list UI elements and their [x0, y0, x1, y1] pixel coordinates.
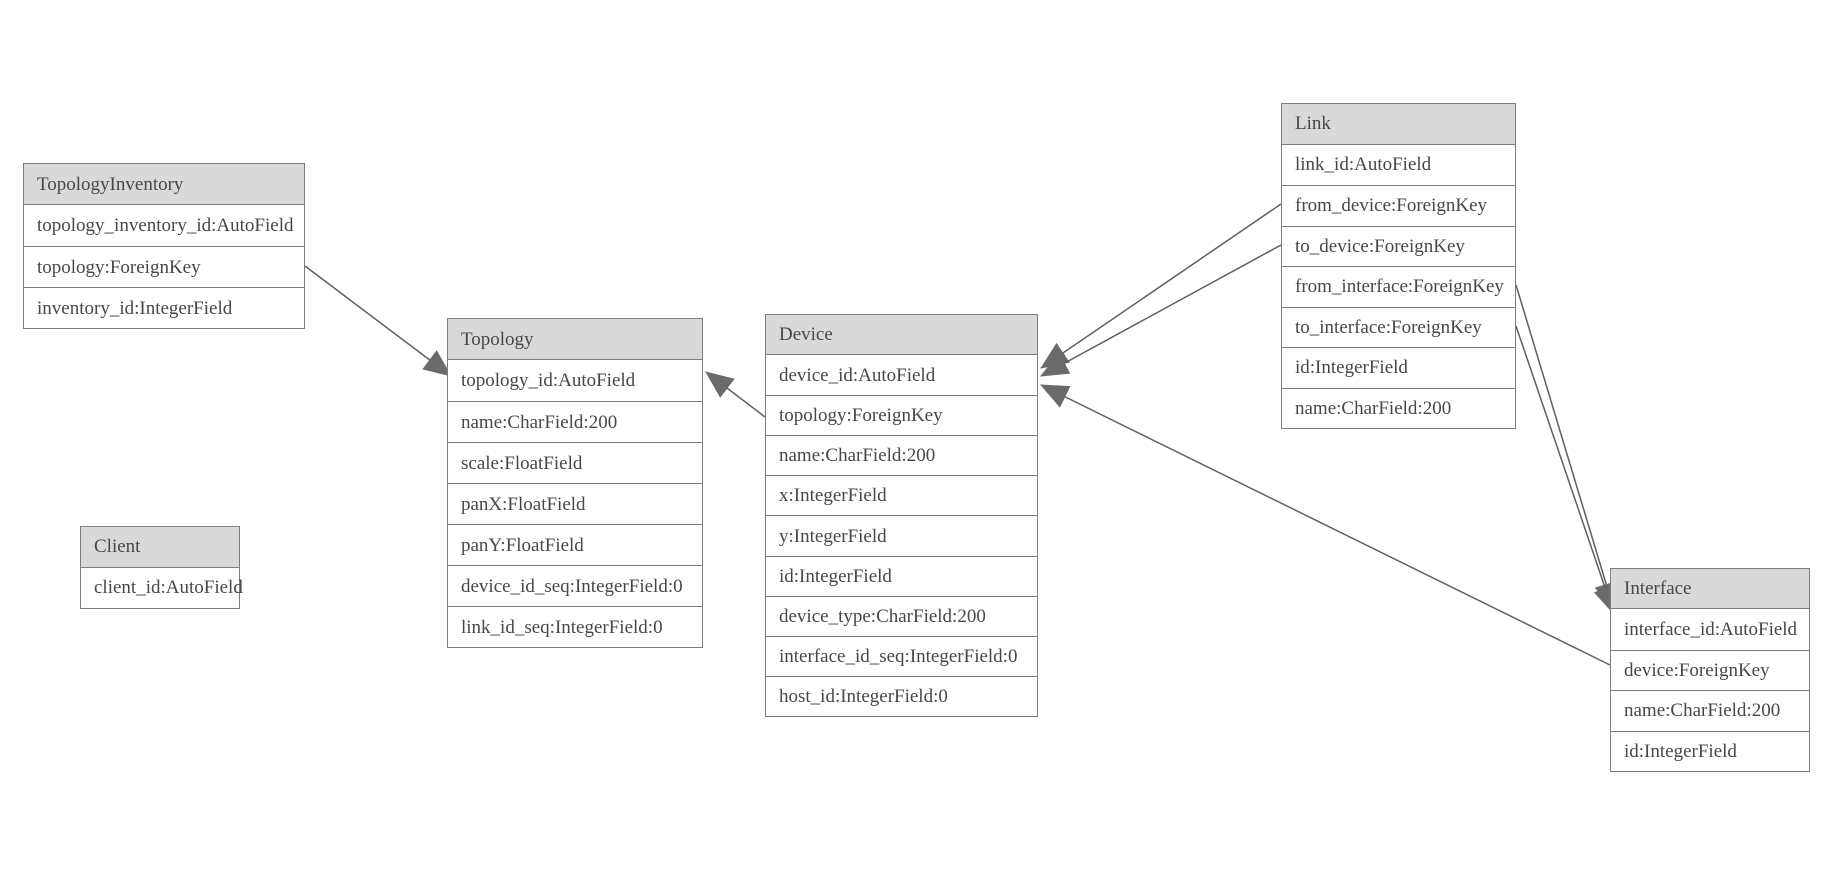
entity-field-row: inventory_id:IntegerField: [24, 287, 304, 328]
entity-field-row: panY:FloatField: [448, 524, 702, 565]
entity-field-row: interface_id_seq:IntegerField:0: [766, 635, 1037, 676]
entity-field-row: device_id:AutoField: [766, 355, 1037, 396]
entity-field-row: host_id:IntegerField:0: [766, 675, 1037, 716]
connector-device-topology-to-topology: [705, 371, 766, 418]
entity-field-row: id:IntegerField: [1611, 730, 1809, 771]
connector-link-to_device-to-device: [1040, 244, 1282, 377]
entity-field-row: id:IntegerField: [1282, 347, 1515, 388]
entity-field-row: to_interface:ForeignKey: [1282, 306, 1515, 347]
entity-field-row: to_device:ForeignKey: [1282, 225, 1515, 266]
entity-field-row: from_device:ForeignKey: [1282, 185, 1515, 226]
entity-title-device: Device: [766, 315, 1037, 356]
entity-title-interface: Interface: [1611, 569, 1809, 610]
entity-field-row: device_type:CharField:200: [766, 595, 1037, 636]
entity-field-row: topology_inventory_id:AutoField: [24, 205, 304, 246]
connector-topologyinventory-topology-to-topology: [304, 265, 452, 377]
entity-field-row: id:IntegerField: [766, 555, 1037, 596]
entity-field-row: from_interface:ForeignKey: [1282, 266, 1515, 307]
entity-field-row: link_id_seq:IntegerField:0: [448, 606, 702, 647]
entity-field-row: topology:ForeignKey: [766, 395, 1037, 436]
entity-title-topology-inventory: TopologyInventory: [24, 164, 304, 205]
entity-field-row: x:IntegerField: [766, 475, 1037, 516]
entity-field-row: name:CharField:200: [448, 401, 702, 442]
entity-field-row: link_id:AutoField: [1282, 144, 1515, 185]
entity-field-row: y:IntegerField: [766, 515, 1037, 556]
entity-field-row: topology:ForeignKey: [24, 246, 304, 287]
connector-link-to_interface-to-interface: [1515, 325, 1617, 615]
entity-field-row: scale:FloatField: [448, 442, 702, 483]
entity-field-row: topology_id:AutoField: [448, 360, 702, 401]
connector-link-from_interface-to-interface: [1515, 284, 1618, 611]
entity-title-topology: Topology: [448, 319, 702, 360]
entity-field-row: name:CharField:200: [1611, 690, 1809, 731]
entity-field-row: interface_id:AutoField: [1611, 609, 1809, 650]
entity-field-row: name:CharField:200: [766, 435, 1037, 476]
entity-field-row: device_id_seq:IntegerField:0: [448, 565, 702, 606]
entity-title-client: Client: [81, 527, 239, 568]
entity-field-row: client_id:AutoField: [81, 567, 243, 608]
entity-field-row: device:ForeignKey: [1611, 649, 1809, 691]
entity-field-row: panX:FloatField: [448, 483, 702, 524]
entity-field-row: name:CharField:200: [1282, 387, 1515, 428]
connector-link-from_device-to-device: [1040, 203, 1282, 369]
entity-title-link: Link: [1282, 104, 1515, 145]
